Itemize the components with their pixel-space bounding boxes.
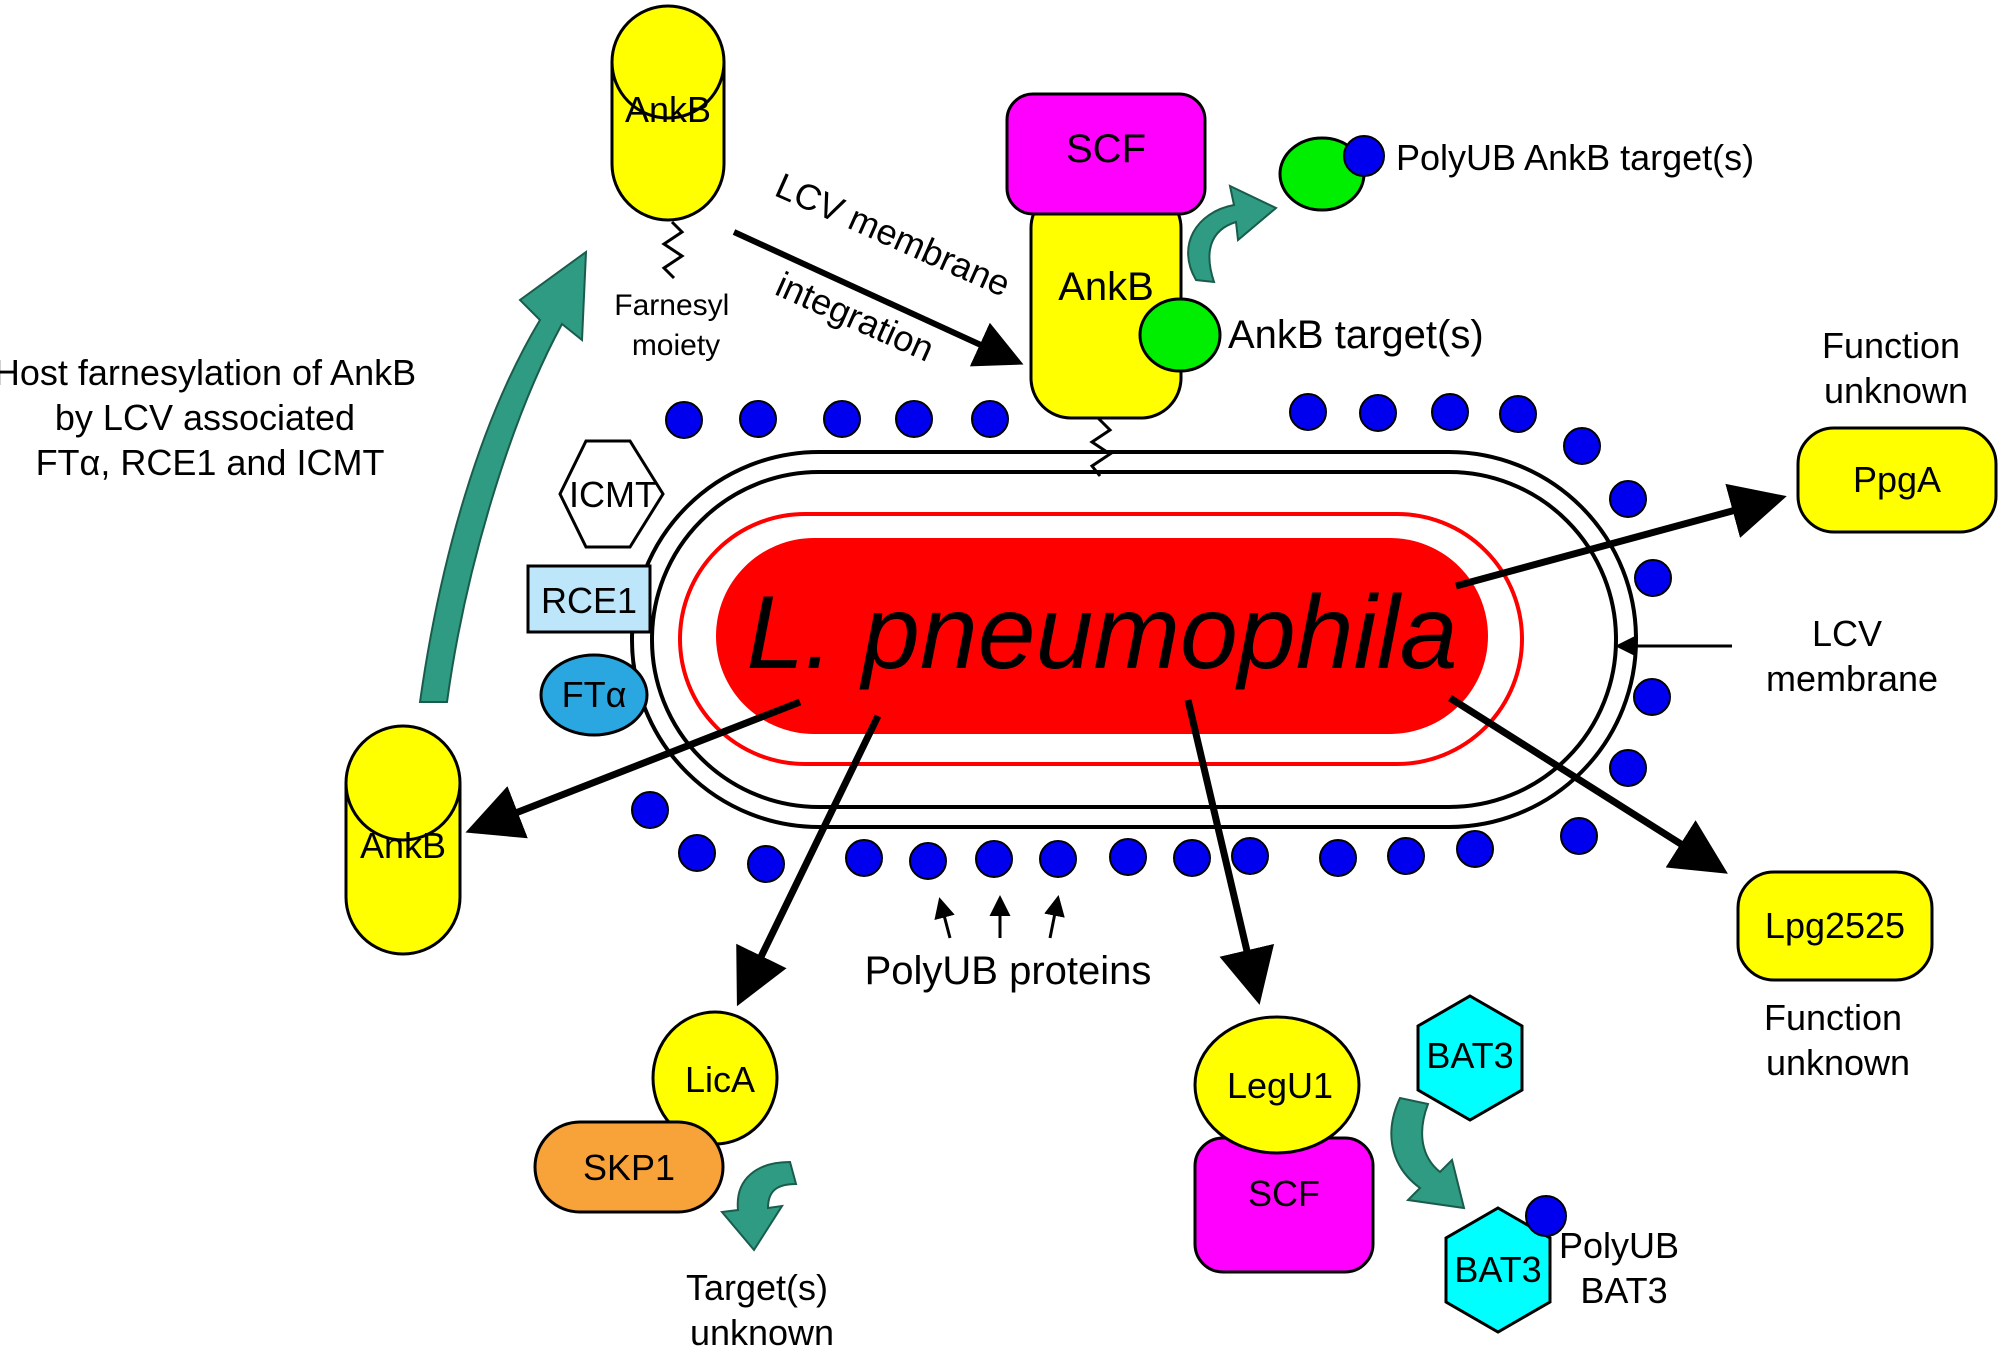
ubiquitin-dot bbox=[1456, 830, 1494, 868]
bat3-hexagon bbox=[1416, 994, 1524, 1122]
polyub-bat3-label: PolyUB BAT3 bbox=[1559, 1225, 1689, 1311]
membrane-integration-arrow bbox=[732, 229, 1024, 367]
lpg2525-function-label: Function unknown bbox=[1764, 997, 1912, 1083]
ubiquitin-dot bbox=[665, 401, 703, 439]
rce1-box bbox=[526, 564, 652, 634]
lcv-label: LCV membrane bbox=[1766, 613, 1938, 699]
ubiquitin-dot bbox=[1109, 838, 1147, 876]
lpg2525-box bbox=[1736, 870, 1934, 982]
ankb-farnesylated-label: AnkB bbox=[625, 89, 711, 130]
lica-secretion-arrow bbox=[736, 714, 882, 1007]
lpg2525-label: Lpg2525 bbox=[1765, 905, 1905, 946]
ankb-farnesylated-cylinder-rim bbox=[610, 61, 726, 120]
ubiquitin-dot bbox=[1499, 395, 1537, 433]
ubiquitin-dot bbox=[1563, 427, 1601, 465]
ubiquitin-dot bbox=[1634, 559, 1672, 597]
icmt-hexagon bbox=[558, 439, 665, 549]
bacterium-name: L. pneumophila bbox=[746, 575, 1457, 691]
ppga-function-label: Function unknown bbox=[1822, 325, 1970, 411]
skp1-box bbox=[533, 1120, 725, 1214]
ubiquitin-dots bbox=[631, 393, 1672, 883]
rce1-label: RCE1 bbox=[541, 580, 637, 621]
ankb-scf-label: SCF bbox=[1066, 127, 1146, 171]
polyub-bat3-hexagon-label: BAT3 bbox=[1454, 1249, 1541, 1290]
lpg2525-secretion-arrow bbox=[1448, 695, 1728, 874]
ppga-secretion-arrow bbox=[1455, 483, 1787, 590]
polyub-pointer-arrow-1 bbox=[934, 897, 955, 939]
ubiquitin-dot bbox=[823, 400, 861, 438]
ubiquitin-dot bbox=[1387, 837, 1425, 875]
legu1-secretion-arrow bbox=[1184, 699, 1275, 1005]
ubiquitin-dot bbox=[1359, 394, 1397, 432]
ubiquitin-dot bbox=[678, 834, 716, 872]
ankb-membrane-zigzag bbox=[1089, 416, 1113, 477]
host-farnesylation-label: Host farnesylation of AnkB by LCV associ… bbox=[0, 352, 426, 483]
ankb-scf-box bbox=[1005, 92, 1207, 216]
lica-target-label: Target(s) unknown bbox=[686, 1267, 838, 1353]
lica-curved-arrow bbox=[720, 1160, 798, 1252]
ubiquitination-curved-arrow bbox=[1187, 184, 1278, 284]
ubiquitin-dot bbox=[1431, 393, 1469, 431]
ubiquitin-dot bbox=[975, 840, 1013, 878]
fta-label: FTα bbox=[562, 674, 627, 715]
ankb-free-label: AnkB bbox=[360, 825, 446, 866]
polyub-bat3-hexagon bbox=[1444, 1206, 1552, 1334]
fta-ellipse bbox=[539, 653, 649, 737]
icmt-label: ICMT bbox=[569, 474, 657, 515]
ubiquitin-dot bbox=[1173, 839, 1211, 877]
polyub-pointer-arrow-3 bbox=[1044, 895, 1065, 939]
ubiquitin-dot bbox=[739, 400, 777, 438]
bat3-label: BAT3 bbox=[1426, 1035, 1513, 1076]
farnesyl-zigzag bbox=[661, 220, 685, 280]
polyub-bat3-ub bbox=[1525, 1195, 1567, 1237]
ubiquitin-dot bbox=[1289, 393, 1327, 431]
farnesyl-moiety-label: Farnesyl moiety bbox=[614, 289, 737, 362]
ubiquitin-dot bbox=[1609, 749, 1647, 787]
ubiquitin-dot bbox=[1633, 678, 1671, 716]
ankb-farnesylated-cylinder bbox=[610, 4, 726, 222]
ppga-label: PpgA bbox=[1853, 459, 1941, 500]
ppga-box bbox=[1796, 426, 1998, 534]
ubiquitin-dot bbox=[1319, 839, 1357, 877]
skp1-label: SKP1 bbox=[583, 1147, 675, 1188]
ubiquitin-dot bbox=[747, 845, 785, 883]
farnesylation-curved-arrow bbox=[418, 249, 588, 703]
ankb-secretion-arrow bbox=[465, 698, 802, 839]
polyub-ankb-target-ub bbox=[1343, 135, 1385, 177]
ubiquitin-dot bbox=[971, 400, 1009, 438]
legu1-curved-arrow bbox=[1390, 1096, 1466, 1210]
polyub-ankb-target-label: PolyUB AnkB target(s) bbox=[1396, 137, 1754, 178]
ankb-membrane-label: AnkB bbox=[1058, 265, 1154, 309]
ubiquitin-dot bbox=[845, 839, 883, 877]
ankb-target-ellipse bbox=[1138, 297, 1222, 373]
legu1-label: LegU1 bbox=[1227, 1065, 1333, 1106]
ubiquitin-dot bbox=[1231, 837, 1269, 875]
ubiquitin-dot bbox=[631, 791, 669, 829]
polyub-proteins-label: PolyUB proteins bbox=[865, 949, 1152, 993]
legu1-ellipse bbox=[1193, 1015, 1361, 1155]
ubiquitin-dot bbox=[909, 842, 947, 880]
ubiquitin-dot bbox=[895, 400, 933, 438]
bacterium-body bbox=[716, 538, 1488, 734]
ankb-target-label: AnkB target(s) bbox=[1228, 313, 1484, 357]
lica-label: LicA bbox=[685, 1059, 755, 1100]
ubiquitin-dot bbox=[1609, 480, 1647, 518]
ubiquitin-dot bbox=[1560, 817, 1598, 855]
ubiquitin-dot bbox=[1039, 840, 1077, 878]
legu1-scf-label: SCF bbox=[1248, 1173, 1320, 1214]
ankb-free-cylinder-rim bbox=[344, 782, 462, 842]
